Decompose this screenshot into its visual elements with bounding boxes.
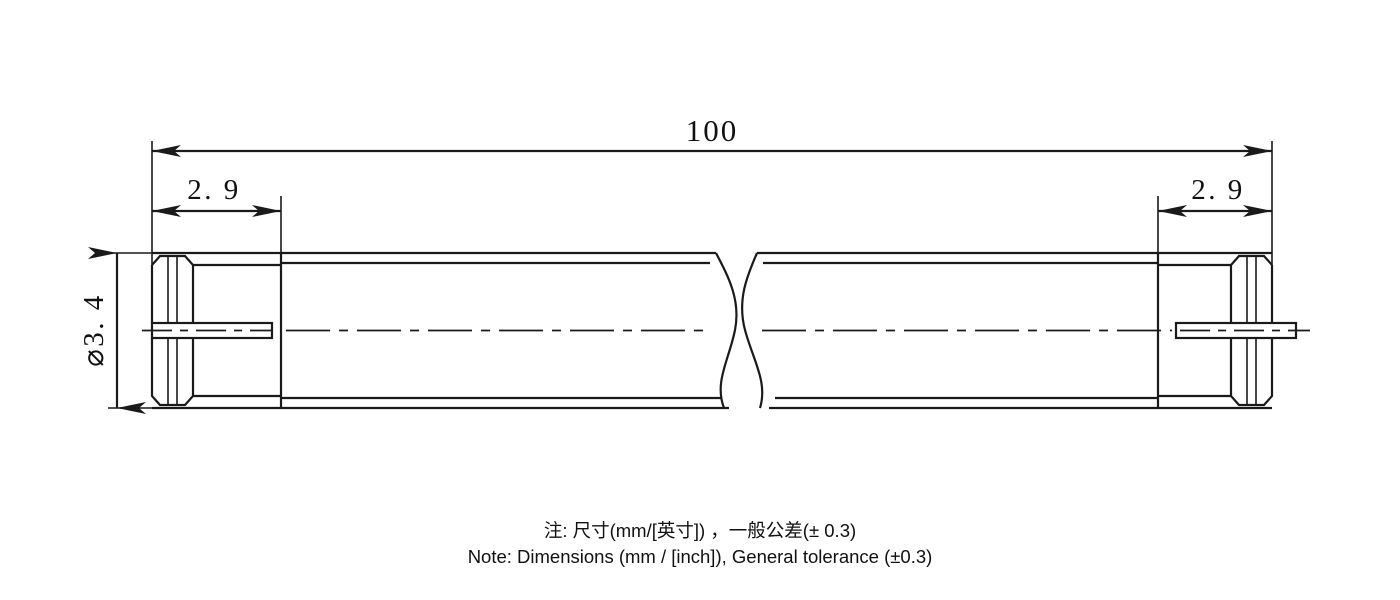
overall-length-label: 100 <box>686 113 739 148</box>
diameter-label: ⌀3. 4 <box>78 293 110 366</box>
cable-jacket-lines <box>279 253 1160 408</box>
overall-length-dimension: 100 <box>152 113 1272 157</box>
note-line-chinese: 注: 尺寸(mm/[英寸]) ，一般公差(± 0.3) <box>544 520 856 541</box>
right-connector-length-label: 2. 9 <box>1191 174 1245 206</box>
note-line-english: Note: Dimensions (mm / [inch]), General … <box>468 546 933 567</box>
right-connector <box>1158 254 1298 407</box>
break-line-symbol <box>715 252 764 409</box>
left-connector-length-label: 2. 9 <box>187 174 241 206</box>
right-connector-dimension: 2. 9 <box>1158 174 1272 217</box>
diameter-dimension: ⌀3. 4 <box>78 247 146 414</box>
notes-block: 注: 尺寸(mm/[英寸]) ，一般公差(± 0.3) Note: Dimens… <box>468 520 933 567</box>
left-connector <box>150 254 281 407</box>
left-connector-dimension: 2. 9 <box>152 174 281 217</box>
extension-lines <box>108 141 1273 409</box>
cable-body-outline <box>152 251 1272 410</box>
